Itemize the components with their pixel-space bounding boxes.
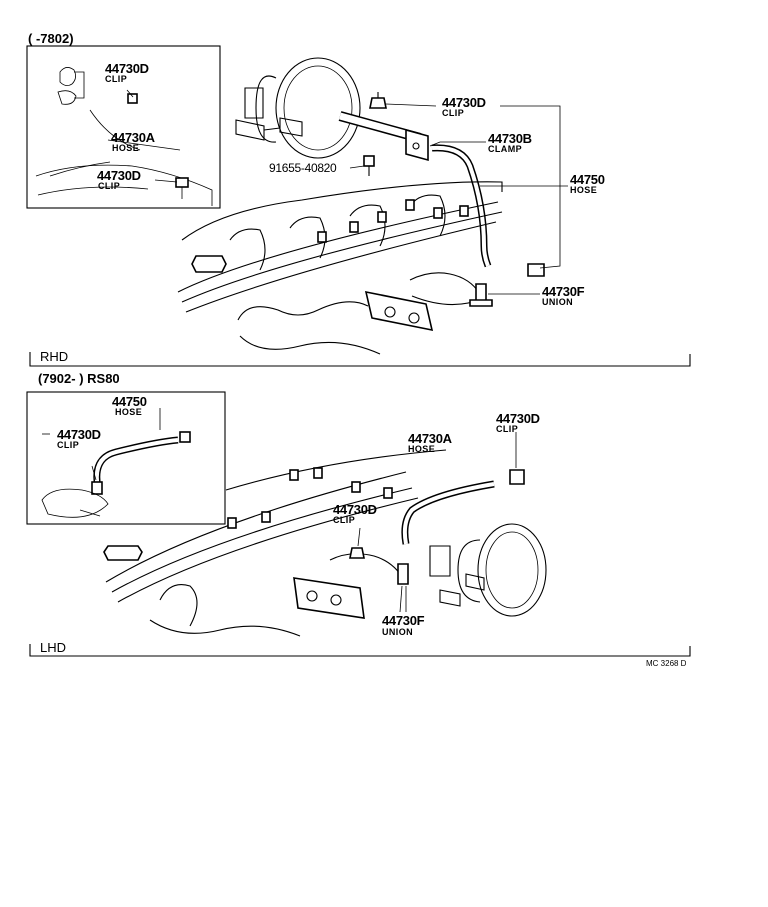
lhd-union-number: 44730F (382, 613, 425, 628)
rhd-inset-drawing (35, 67, 213, 206)
rhd-date-range: ( -7802) (28, 31, 74, 46)
rhd-hose-name: HOSE (570, 185, 598, 195)
rhd-inset-frame (26, 45, 221, 209)
rhd-inset-hose-name: HOSE (112, 143, 140, 153)
lhd-clip-center-number: 44730D (333, 502, 377, 517)
rhd-inset-clip-bottom-name: CLIP (98, 181, 121, 191)
rhd-clip-number: 44730D (442, 95, 486, 110)
rhd-engine-drawing (177, 57, 545, 355)
lhd-clip-right-name: CLIP (496, 424, 519, 434)
rhd-clamp-name: CLAMP (488, 144, 522, 154)
lhd-inset-hose-number: 44750 (112, 394, 147, 409)
rhd-divider (29, 352, 691, 367)
rhd-clip-name: CLIP (442, 108, 465, 118)
rhd-union-number: 44730F (542, 284, 585, 299)
lhd-inset-frame (26, 391, 226, 525)
lhd-inset-hose-name: HOSE (115, 407, 143, 417)
lhd-date-range: (7902- ) RS80 (38, 371, 120, 386)
reference-code: MC 3268 D (646, 659, 687, 668)
lhd-clip-center-name: CLIP (333, 515, 356, 525)
rhd-union-name: UNION (542, 297, 573, 307)
lhd-union-name: UNION (382, 627, 413, 637)
rhd-inset-hose-number: 44730A (111, 130, 155, 145)
rhd-inset-clip-top-name: CLIP (105, 74, 128, 84)
lhd-inset-clip-name: CLIP (57, 440, 80, 450)
lhd-hose-name: HOSE (408, 444, 436, 454)
rhd-bolt-number: 91655-40820 (269, 161, 337, 175)
lhd-clip-right-number: 44730D (496, 411, 540, 426)
rhd-clamp-number: 44730B (488, 131, 532, 146)
lhd-divider (29, 644, 691, 657)
rhd-inset-clip-bottom-number: 44730D (97, 168, 141, 183)
lhd-engine-drawing (103, 449, 547, 637)
rhd-section-label: RHD (40, 349, 69, 364)
rhd-hose-number: 44750 (570, 172, 605, 187)
lhd-inset-clip-number: 44730D (57, 427, 101, 442)
rhd-inset-clip-top-number: 44730D (105, 61, 149, 76)
lhd-inset-drawing (41, 431, 191, 518)
lhd-hose-number: 44730A (408, 431, 452, 446)
lhd-section-label: LHD (40, 640, 67, 655)
